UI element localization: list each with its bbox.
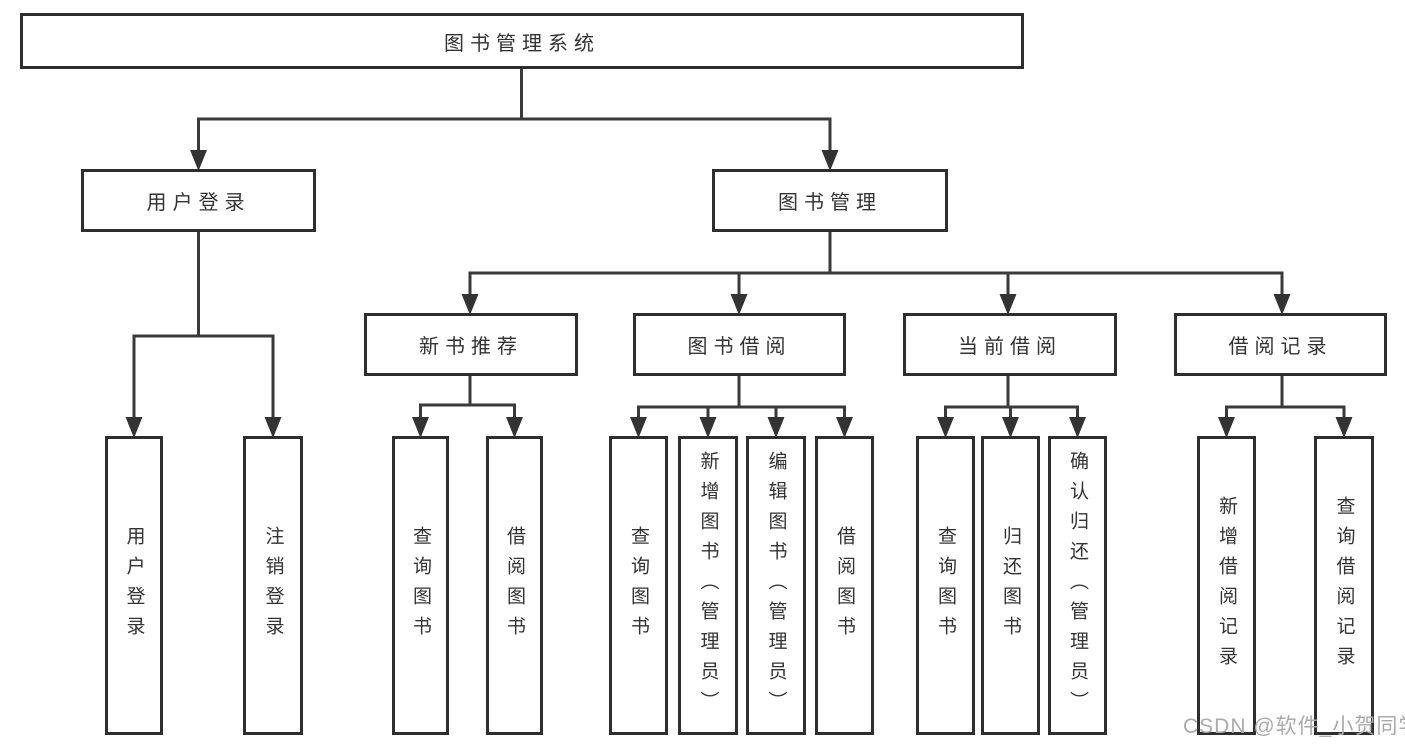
node-current-borrow-label: 当前借阅 [958,336,1062,358]
leaf-nbr-borrow-books-label: 借阅图书 [504,525,525,646]
node-book-management-label: 图书管理 [778,192,882,214]
leaf-logout-label: 注销登录 [262,525,284,646]
node-borrow-records: 借阅记录 [1174,313,1387,376]
leaf-logout: 注销登录 [243,436,303,735]
connector-user-login-to-leaves [132,230,275,423]
node-current-borrow: 当前借阅 [903,313,1117,376]
connector-current-borrow-to-leaves [944,374,1079,423]
arrowheads-level3 [461,294,1291,315]
node-new-book-recommend: 新书推荐 [364,313,578,376]
connector-borrow-records-to-leaves [1225,374,1346,423]
node-user-login-label: 用户登录 [146,192,251,214]
connector-root-to-level2 [197,67,832,157]
leaf-bb-query-books-label: 查询图书 [628,525,649,646]
leaf-br-add-record-label: 新增借阅记录 [1216,495,1237,676]
leaf-nbr-borrow-books: 借阅图书 [486,436,543,735]
node-new-book-recommend-label: 新书推荐 [419,336,523,358]
leaf-br-query-record-label: 查询借阅记录 [1333,495,1355,676]
leaf-cb-return-books: 归还图书 [981,436,1040,735]
leaf-br-query-record: 查询借阅记录 [1314,436,1374,735]
arrowheads-leaves [125,417,1353,438]
leaf-user-login-label: 用户登录 [123,525,145,646]
csdn-watermark: CSDN @软件_小贺同学 [1183,715,1405,738]
connector-book-mgmt-to-level3 [468,230,1284,300]
node-book-borrow: 图书借阅 [633,313,846,376]
node-book-management: 图书管理 [712,169,948,232]
node-user-login: 用户登录 [81,169,316,232]
leaf-nbr-query-books: 查询图书 [392,436,449,735]
leaf-cb-return-books-label: 归还图书 [1000,525,1021,646]
leaf-bb-borrow-books-label: 借阅图书 [834,525,855,646]
leaf-cb-confirm-return-admin-label: 确认归还（管理员） [1067,450,1088,721]
leaf-bb-add-books-admin: 新增图书（管理员） [678,436,738,735]
node-book-borrow-label: 图书借阅 [687,336,792,358]
leaf-cb-query-books: 查询图书 [916,436,975,735]
leaf-bb-borrow-books: 借阅图书 [815,436,874,735]
leaf-cb-query-books-label: 查询图书 [935,525,956,646]
leaf-bb-add-books-admin-label: 新增图书（管理员） [697,450,719,721]
connector-new-book-rec-to-leaves [419,374,516,423]
leaf-user-login: 用户登录 [105,436,163,735]
leaf-bb-edit-books-admin-label: 编辑图书（管理员） [765,450,787,721]
leaf-cb-confirm-return-admin: 确认归还（管理员） [1048,436,1107,735]
leaf-br-add-record: 新增借阅记录 [1197,436,1256,735]
arrowheads-level2 [190,150,839,171]
leaf-nbr-query-books-label: 查询图书 [410,525,431,646]
node-library-system-label: 图书管理系统 [444,32,600,55]
leaf-bb-query-books: 查询图书 [609,436,668,735]
node-library-system: 图书管理系统 [20,13,1024,69]
connector-book-borrow-to-leaves [637,374,846,423]
node-borrow-records-label: 借阅记录 [1228,336,1333,358]
leaf-bb-edit-books-admin: 编辑图书（管理员） [746,436,806,735]
